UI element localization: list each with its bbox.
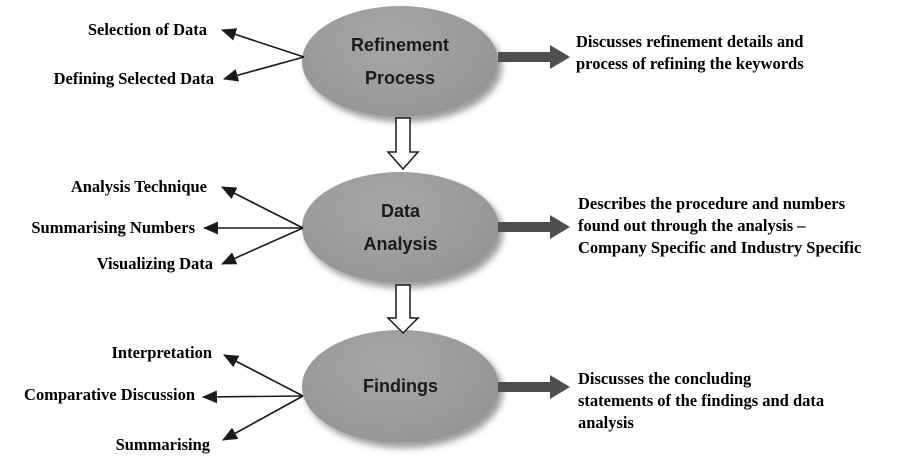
node-data-analysis: Data Analysis xyxy=(302,172,499,283)
label-selection-of-data: Selection of Data xyxy=(87,20,207,39)
flow-down-arrow-icon xyxy=(386,117,420,171)
node-refinement-process: Refinement Process xyxy=(302,6,498,117)
label-connector-line xyxy=(221,227,304,265)
node-findings-label: Findings xyxy=(363,376,438,396)
label-connector-line xyxy=(201,390,304,404)
node-data-analysis-label: Data Analysis xyxy=(363,200,438,254)
label-connector-line xyxy=(223,354,304,397)
description-refinement-process: Discusses refinement details and process… xyxy=(576,32,804,73)
label-connector-line xyxy=(220,28,305,58)
label-interpretation: Interpretation xyxy=(111,343,212,362)
label-visualizing-data: Visualizing Data xyxy=(96,254,213,273)
description-arrow-icon xyxy=(498,45,570,69)
description-arrow-icon xyxy=(498,215,570,239)
description-data-analysis: Describes the procedure and numbers foun… xyxy=(578,194,862,257)
label-summarising: Summarising xyxy=(115,435,210,454)
description-findings: Discusses the concluding statements of t… xyxy=(578,369,825,432)
node-refinement-process-label: Refinement Process xyxy=(350,34,449,88)
label-summarising-numbers: Summarising Numbers xyxy=(31,218,195,237)
label-connector-line xyxy=(221,186,304,229)
description-arrow-icon xyxy=(498,375,570,399)
node-findings: Findings xyxy=(302,330,499,443)
label-connector-line xyxy=(222,395,304,441)
flow-down-arrow-icon xyxy=(386,284,420,335)
label-comparative-discussion: Comparative Discussion xyxy=(24,385,195,404)
label-analysis-technique: Analysis Technique xyxy=(70,177,207,196)
label-defining-selected-data: Defining Selected Data xyxy=(53,69,214,88)
label-connector-line xyxy=(222,56,305,82)
